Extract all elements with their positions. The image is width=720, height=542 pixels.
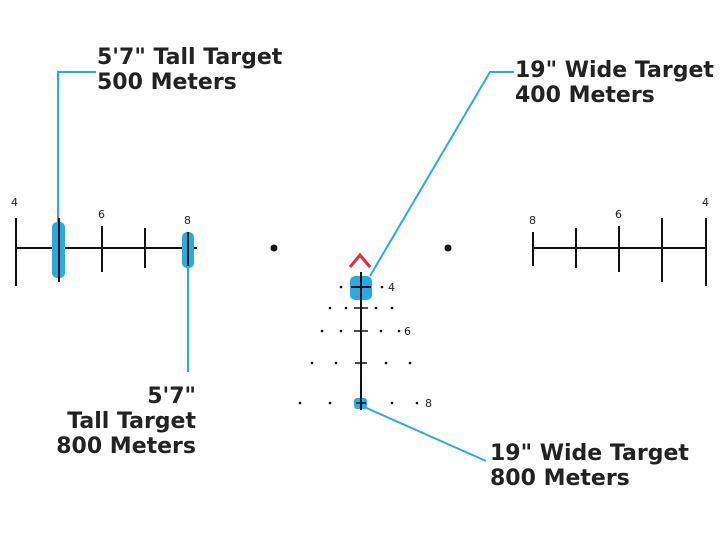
wind-dot xyxy=(384,361,388,365)
aiming-chevron xyxy=(348,252,372,268)
left-scale-label-4: 4 xyxy=(11,196,18,209)
callout-distance: 800 Meters xyxy=(56,434,196,459)
right-scale-label-6: 6 xyxy=(615,208,622,221)
callout-title: 19" Wide Target xyxy=(490,441,689,466)
callout-wide-target-800m: 19" Wide Target 800 Meters xyxy=(490,441,689,491)
callout-distance: 500 Meters xyxy=(97,70,237,95)
left-stadia-scale: 4 6 8 xyxy=(11,196,197,286)
callout-tall-target-500m: 5'7" Tall Target 500 Meters xyxy=(97,45,282,95)
wind-dot xyxy=(320,329,324,333)
wind-dot xyxy=(328,401,332,405)
wind-dot xyxy=(379,329,383,333)
right-stadia-scale: 8 6 4 xyxy=(529,196,709,286)
wind-dot xyxy=(339,285,343,289)
leader-line-wide-400 xyxy=(369,71,514,277)
callout-title: 5'7" xyxy=(147,384,196,409)
callout-tall-target-800m: 5'7" Tall Target 800 Meters xyxy=(40,384,196,459)
wind-dot xyxy=(334,361,338,365)
wind-dot xyxy=(380,285,384,289)
callout-distance: 400 Meters xyxy=(515,83,655,108)
wind-dot xyxy=(415,401,419,405)
vertical-scale-label-6: 6 xyxy=(404,325,411,338)
left-scale-label-6: 6 xyxy=(98,208,105,221)
wind-dot xyxy=(397,329,401,333)
left-scale-label-8: 8 xyxy=(184,214,191,227)
vertical-scale-label-8: 8 xyxy=(425,397,432,410)
wind-dot xyxy=(408,361,412,365)
wind-dot xyxy=(374,306,378,310)
wind-dot xyxy=(328,306,332,310)
wind-dot xyxy=(390,401,394,405)
wind-dot xyxy=(344,306,348,310)
callout-wide-target-400m: 19" Wide Target 400 Meters xyxy=(515,58,714,108)
wind-dot xyxy=(298,401,302,405)
wind-dot xyxy=(339,329,343,333)
right-scale-label-4: 4 xyxy=(702,196,709,209)
callout-subtitle: Tall Target xyxy=(67,409,196,434)
wind-dot xyxy=(390,306,394,310)
right-center-dot xyxy=(444,244,452,252)
leader-line-wide-800 xyxy=(361,405,487,462)
right-scale-label-8: 8 xyxy=(529,214,536,227)
bdc-vertical-scale: 4 6 8 xyxy=(298,272,432,410)
callout-distance: 800 Meters xyxy=(490,466,630,491)
vertical-scale-label-4: 4 xyxy=(388,281,395,294)
wind-dot xyxy=(310,361,314,365)
left-center-dot xyxy=(270,244,278,252)
callout-title: 19" Wide Target xyxy=(515,58,714,83)
callout-title: 5'7" Tall Target xyxy=(97,45,283,70)
leader-line-tall-500 xyxy=(57,71,96,223)
